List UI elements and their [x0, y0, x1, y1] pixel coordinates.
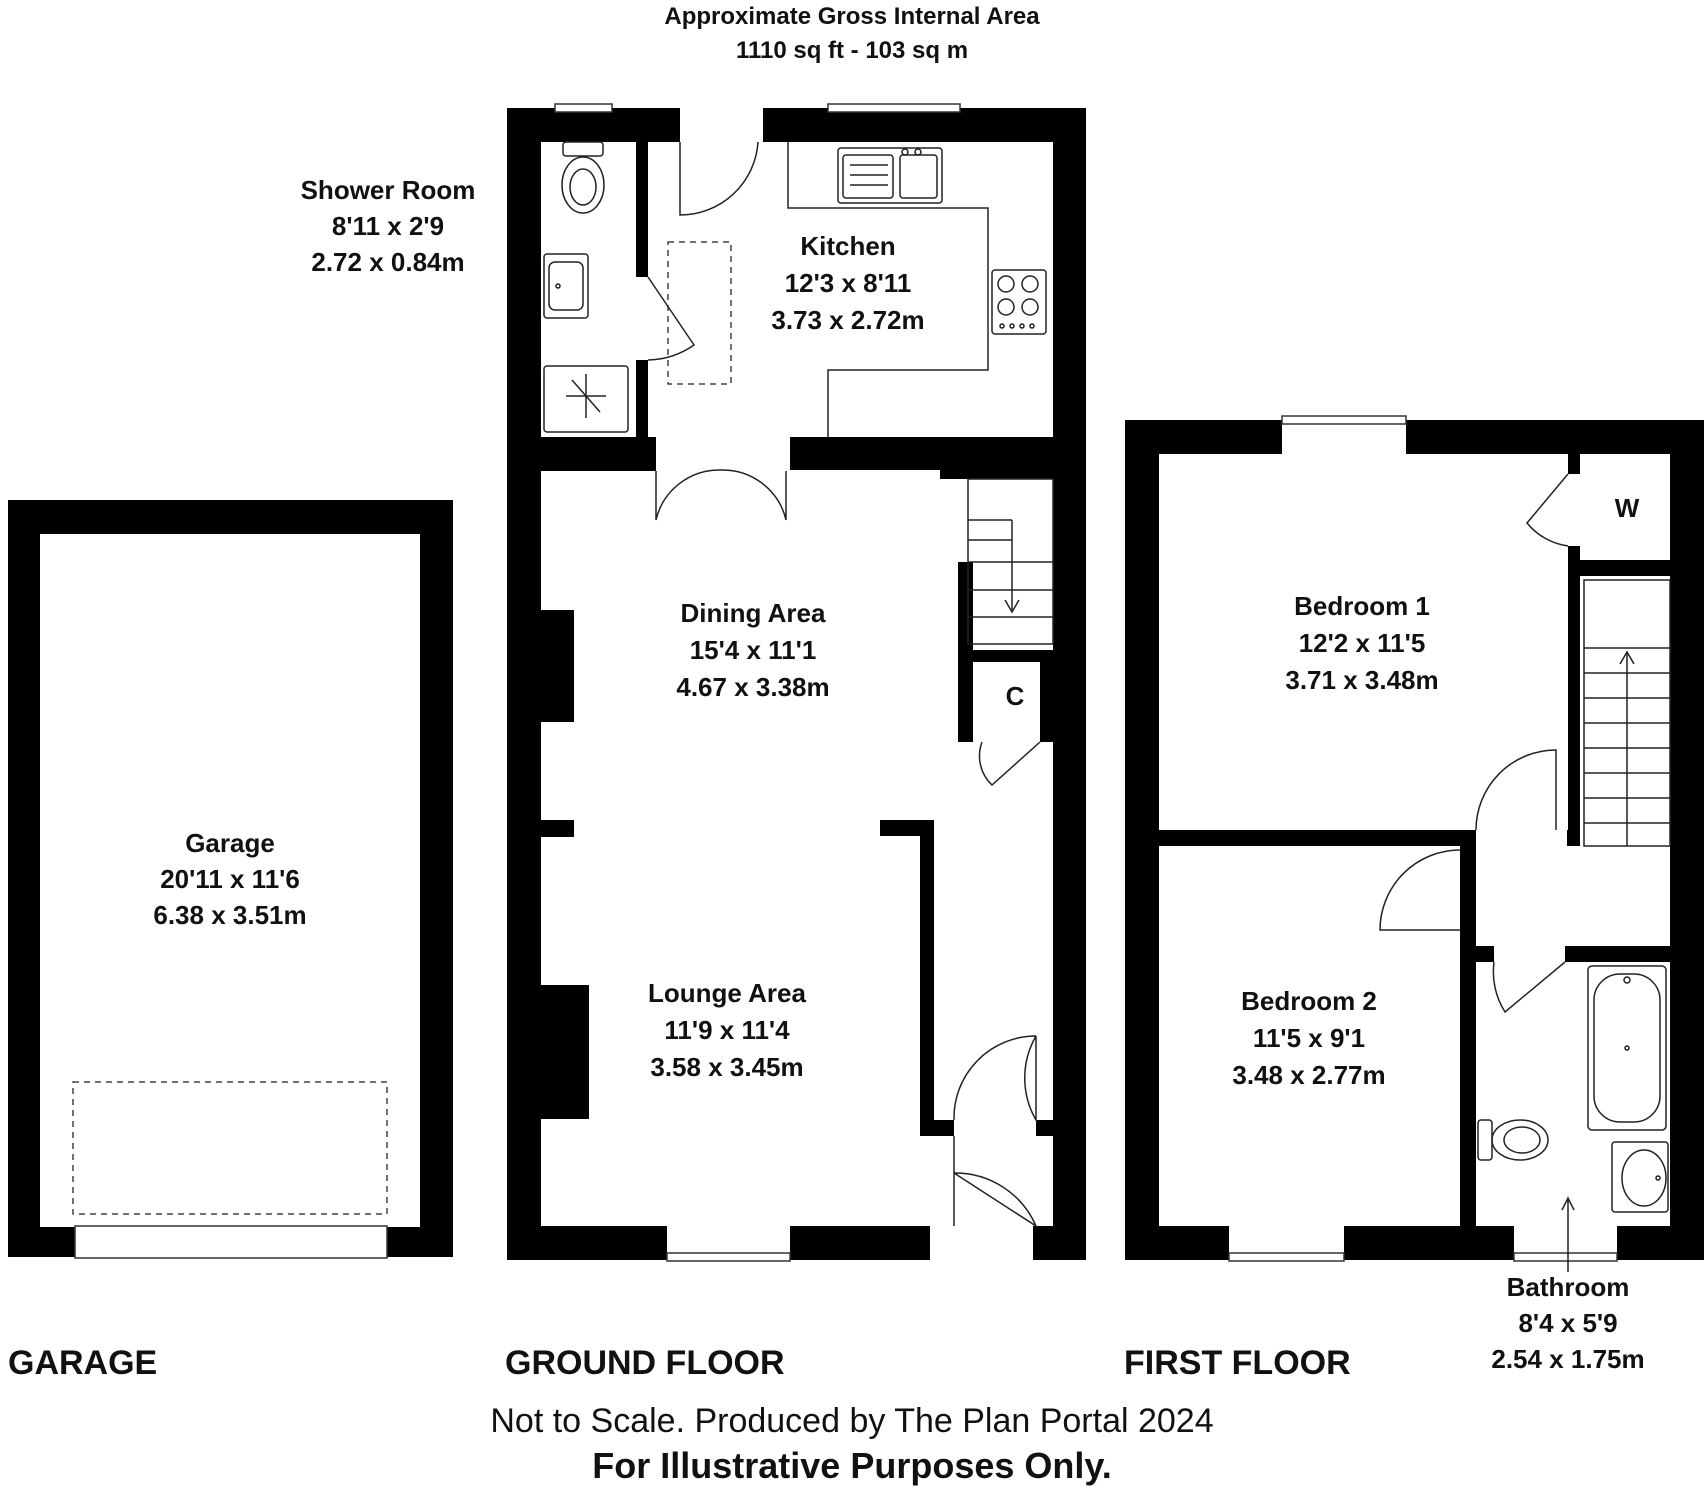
- gf-stairs: [967, 478, 1054, 645]
- svg-text:8'11 x 2'9: 8'11 x 2'9: [332, 211, 444, 241]
- bedroom1-door: [1475, 749, 1557, 831]
- svg-text:11'5 x 9'1: 11'5 x 9'1: [1253, 1023, 1365, 1053]
- shower-room-label: Shower Room 8'11 x 2'9 2.72 x 0.84m: [301, 175, 476, 277]
- kitchen-label: Kitchen 12'3 x 8'11 3.73 x 2.72m: [771, 231, 924, 335]
- ground-floor-plan: [507, 103, 1086, 1262]
- footer-disclaimer: For Illustrative Purposes Only.: [592, 1445, 1111, 1486]
- kitchen-sink-icon: [837, 147, 943, 204]
- cupboard-label: C: [1006, 681, 1025, 711]
- kitchen-worktop: [787, 142, 989, 437]
- svg-text:Bedroom 2: Bedroom 2: [1241, 986, 1377, 1016]
- shower-tray-icon: [543, 365, 629, 433]
- basin-icon: [543, 253, 589, 319]
- first-floor-title: FIRST FLOOR: [1124, 1344, 1351, 1382]
- svg-text:8'4 x 5'9: 8'4 x 5'9: [1518, 1308, 1617, 1338]
- svg-text:Kitchen: Kitchen: [800, 231, 895, 261]
- gf-window-kitchen: [827, 103, 961, 113]
- svg-text:11'9 x 11'4: 11'9 x 11'4: [664, 1015, 790, 1045]
- ff-window-bedroom1: [1281, 415, 1407, 425]
- bedroom2-door: [1379, 849, 1461, 931]
- gf-wall-left: [507, 108, 541, 1260]
- first-floor-plan: [1125, 415, 1704, 1272]
- kitchen-island-outline: [667, 241, 732, 385]
- bedroom1-label: Bedroom 1 12'2 x 11'5 3.71 x 3.48m: [1285, 591, 1438, 695]
- svg-text:Shower Room: Shower Room: [301, 175, 476, 205]
- gf-window-shower: [554, 103, 613, 113]
- bathroom-label: Bathroom 8'4 x 5'9 2.54 x 1.75m: [1491, 1272, 1644, 1374]
- svg-text:4.67 x 3.38m: 4.67 x 3.38m: [676, 672, 829, 702]
- garage-car-outline: [72, 1081, 388, 1215]
- ff-window-bedroom2: [1228, 1252, 1345, 1262]
- svg-text:15'4 x 11'1: 15'4 x 11'1: [690, 635, 817, 665]
- bedroom2-label: Bedroom 2 11'5 x 9'1 3.48 x 2.77m: [1232, 986, 1385, 1090]
- garage-door: [74, 1225, 388, 1259]
- ff-stairs: [1583, 579, 1671, 847]
- kitchen-hob-icon: [991, 269, 1047, 335]
- gf-window-lounge: [666, 1252, 791, 1262]
- svg-text:12'2 x 11'5: 12'2 x 11'5: [1299, 628, 1426, 658]
- hall-door: [953, 1035, 1037, 1123]
- svg-text:Bathroom: Bathroom: [1507, 1272, 1630, 1302]
- gf-front-door: [953, 1136, 1038, 1228]
- footer-note: Not to Scale. Produced by The Plan Porta…: [490, 1402, 1213, 1440]
- svg-text:Lounge Area: Lounge Area: [648, 978, 806, 1008]
- svg-text:Garage: Garage: [185, 828, 275, 858]
- cupboard-door: [978, 741, 1041, 787]
- garage-floor-title: GARAGE: [8, 1344, 157, 1382]
- garage-label: Garage 20'11 x 11'6 6.38 x 3.51m: [153, 828, 306, 930]
- bathroom-entry-arrow: [1561, 1196, 1575, 1272]
- lounge-area-label: Lounge Area 11'9 x 11'4 3.58 x 3.45m: [648, 978, 806, 1082]
- gf-back-door: [679, 141, 759, 216]
- wardrobe-label: W: [1615, 493, 1640, 523]
- area-value: 1110 sq ft - 103 sq m: [736, 37, 968, 64]
- svg-text:Dining Area: Dining Area: [681, 598, 826, 628]
- svg-text:20'11 x 11'6: 20'11 x 11'6: [160, 864, 300, 894]
- ff-window-bathroom: [1513, 1252, 1618, 1262]
- svg-text:3.71 x 3.48m: 3.71 x 3.48m: [1285, 665, 1438, 695]
- bathroom-door: [1492, 961, 1566, 1014]
- dining-area-label: Dining Area 15'4 x 11'1 4.67 x 3.38m: [676, 598, 829, 702]
- svg-text:2.72 x 0.84m: 2.72 x 0.84m: [311, 247, 464, 277]
- svg-text:2.54 x 1.75m: 2.54 x 1.75m: [1491, 1344, 1644, 1374]
- area-title: Approximate Gross Internal Area: [664, 3, 1040, 30]
- svg-text:3.48 x 2.77m: 3.48 x 2.77m: [1232, 1060, 1385, 1090]
- svg-text:Bedroom 1: Bedroom 1: [1294, 591, 1430, 621]
- wc-icon: [561, 141, 605, 214]
- svg-text:3.73 x 2.72m: 3.73 x 2.72m: [771, 305, 924, 335]
- ground-floor-title: GROUND FLOOR: [505, 1344, 785, 1382]
- bath-icon: [1587, 965, 1667, 1131]
- svg-text:6.38 x 3.51m: 6.38 x 3.51m: [153, 900, 306, 930]
- svg-text:3.58 x 3.45m: 3.58 x 3.45m: [650, 1052, 803, 1082]
- wardrobe-door: [1526, 473, 1569, 547]
- ff-wc-icon: [1477, 1119, 1549, 1161]
- ff-basin-icon: [1611, 1141, 1669, 1213]
- svg-text:12'3 x 8'11: 12'3 x 8'11: [785, 268, 912, 298]
- shower-room-door: [647, 276, 696, 361]
- garage-plan: [8, 500, 453, 1259]
- dining-french-doors: [655, 469, 787, 521]
- gf-wall-right: [1053, 108, 1086, 1260]
